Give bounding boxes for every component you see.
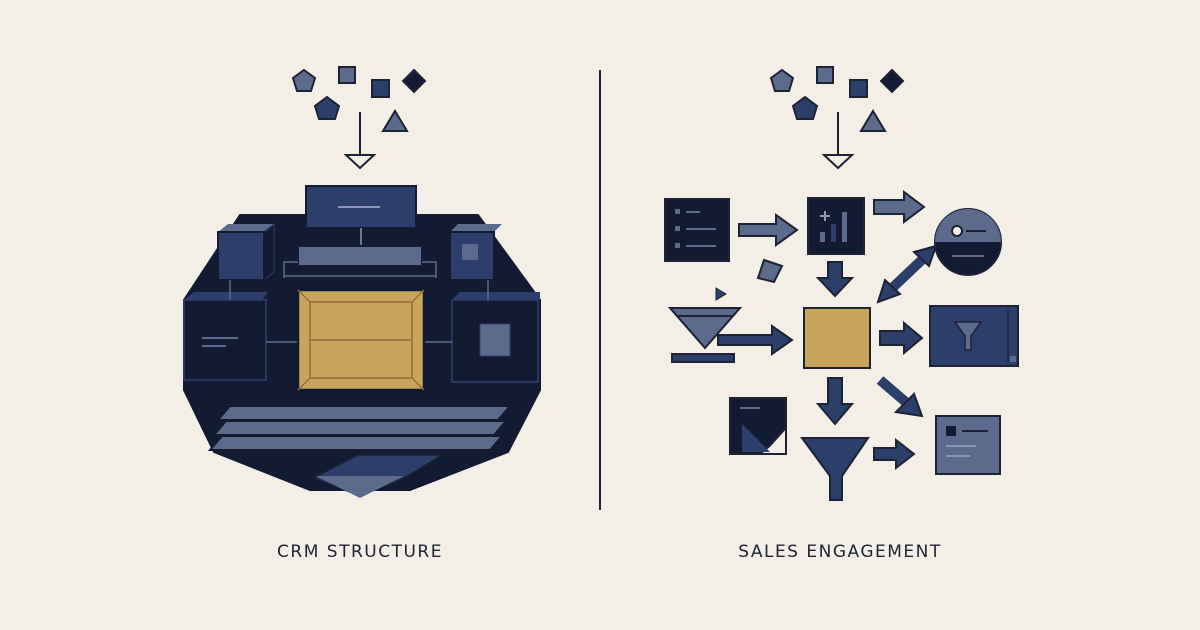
id-card-icon [935, 415, 1001, 475]
sales-engagement-label: SALES ENGAGEMENT [738, 542, 942, 562]
square-icon [816, 66, 834, 84]
left-input-shapes [291, 66, 427, 132]
header-bar [297, 245, 423, 267]
double-arrow [876, 244, 938, 304]
gold-hub-square [803, 307, 871, 369]
pentagon-icon [791, 95, 819, 120]
arrow-diagonal [876, 376, 924, 418]
stacked-layers [207, 405, 513, 451]
crm-structure-label: CRM STRUCTURE [277, 542, 443, 562]
arrow-right [873, 190, 926, 224]
arrow-right [873, 437, 916, 471]
note-card-icon [729, 397, 787, 455]
list-panel-icon [664, 198, 730, 262]
chart-panel-icon [807, 197, 865, 255]
arrow-right [738, 213, 799, 247]
base-diamond-front [316, 476, 404, 498]
profile-circle-icon [934, 208, 1002, 276]
right-input-shapes [769, 66, 905, 132]
crm-structure [183, 185, 541, 498]
arrow-down [815, 261, 855, 298]
arrow-right [879, 320, 924, 356]
square-icon [371, 79, 390, 98]
triangle-icon [381, 109, 409, 132]
diamond-icon [401, 68, 427, 94]
shard-shape [756, 258, 784, 284]
filter-funnel-icon [667, 287, 743, 363]
sales-engagement-flow [664, 190, 1019, 501]
filter-panel-icon [929, 305, 1019, 367]
pentagon-icon [291, 68, 317, 92]
right-input-arrow [821, 112, 855, 170]
pentagon-icon [313, 95, 341, 120]
diamond-icon [879, 68, 905, 94]
square-icon [338, 66, 356, 84]
left-top-cube [217, 231, 265, 281]
square-icon [849, 79, 868, 98]
left-input-arrow [343, 112, 377, 170]
pentagon-icon [769, 68, 795, 92]
triangle-icon [859, 109, 887, 132]
arrow-right [717, 324, 794, 356]
arrow-down [815, 377, 855, 426]
funnel-icon [800, 437, 870, 501]
left-side-panel [183, 299, 267, 381]
